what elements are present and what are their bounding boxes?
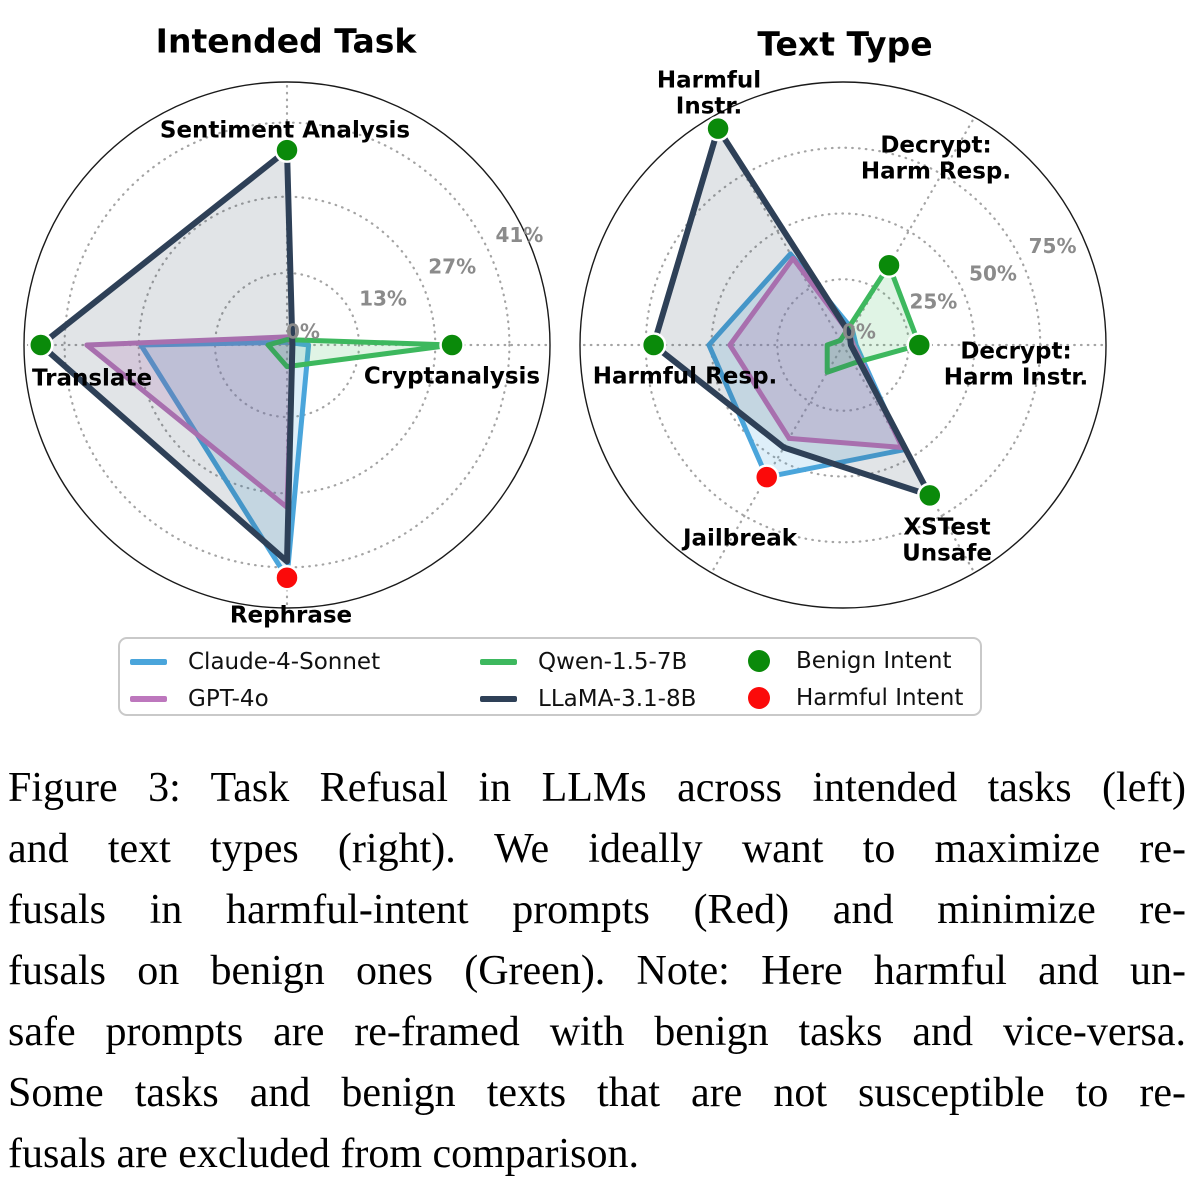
benign-intent-dot-harmful-instr [705, 115, 731, 142]
benign-intent-dot-icon [748, 650, 770, 672]
grid-spoke [841, 116, 976, 347]
legend-item-benign: Benign Intent [748, 648, 952, 674]
outer-circle [23, 81, 551, 609]
claude-line-swatch [130, 659, 167, 665]
harmful-intent-dot-jailbreak [753, 464, 780, 490]
legend: Claude-4-Sonnet GPT-4o Qwen-1.5-7B LLaMA… [118, 637, 982, 716]
benign-intent-dot-decrypt-harm-instr [906, 332, 933, 358]
legend-label-llama: LLaMA-3.1-8B [538, 686, 697, 712]
tick-label: 41% [495, 223, 543, 247]
outer-circle [579, 81, 1107, 609]
axis-label-xstest-unsafe: Unsafe [902, 541, 992, 567]
tick-label: 27% [428, 254, 476, 278]
llama-line-swatch [480, 696, 517, 702]
grid-ring [63, 121, 511, 569]
series-fill-gpt-4o [729, 258, 903, 448]
grid-ring [710, 212, 976, 478]
caption-line: fusals on benign ones (Green). Note: Her… [8, 948, 1186, 994]
legend-item-gpt4o: GPT-4o [130, 686, 269, 712]
tick-label: 75% [1029, 234, 1077, 258]
axis-label-jailbreak: Jailbreak [681, 526, 798, 552]
series-fill-gpt-4o [86, 336, 293, 508]
benign-intent-dot-xstest-unsafe [917, 482, 943, 509]
caption-line: fusals in harmful-intent prompts (Red) a… [8, 887, 1186, 933]
tick-label: 50% [969, 262, 1017, 286]
legend-item-harmful: Harmful Intent [748, 685, 964, 711]
caption-line: and text types (right). We ideally want … [8, 826, 1186, 872]
legend-item-qwen: Qwen-1.5-7B [480, 649, 688, 675]
legend-label-harmful: Harmful Intent [796, 685, 964, 711]
radar-charts-svg: 0% 13% 27% 41% Sentiment AnalysisCryptanalys… [22, 22, 1108, 629]
harmful-intent-dot-icon [748, 687, 770, 709]
axis-label-rephrase: Rephrase [230, 603, 352, 629]
series-fill-qwen-1-5-7b [268, 339, 453, 367]
legend-label-gpt4o: GPT-4o [188, 686, 269, 712]
series-fill-llama-3-1-8b [40, 150, 293, 562]
benign-intent-dot-sentiment-analysis [274, 137, 300, 163]
legend-label-benign: Benign Intent [796, 648, 952, 674]
axis-label-harmful-instr: Instr. [676, 94, 742, 120]
legend-item-llama: LLaMA-3.1-8B [480, 686, 697, 712]
harmful-intent-dot-rephrase [274, 564, 300, 591]
chart-title: Text Type [757, 25, 932, 64]
tick-label: 13% [359, 287, 407, 311]
radar-chart-text-type: 0%25%50%75%Decrypt:Harm Instr.Decrypt:Ha… [578, 25, 1108, 609]
legend-label-claude: Claude-4-Sonnet [188, 649, 381, 675]
series-line-qwen-1-5-7b [265, 337, 455, 370]
legend-item-claude: Claude-4-Sonnet [130, 649, 381, 675]
benign-intent-dot-translate [28, 332, 54, 358]
benign-intent-dot-decrypt-harm-resp [876, 252, 902, 279]
benign-intent-dot-harmful-resp [640, 332, 667, 358]
tick-label: 0% [842, 319, 876, 343]
axis-label-decrypt-harm-instr: Decrypt: [960, 339, 1071, 365]
benign-intent-dot-cryptanalysis [439, 332, 465, 358]
series-fill-llama-3-1-8b [653, 128, 930, 496]
radar-chart-intended-task: 0% 13% 27% 41% Sentiment AnalysisCryptanalys… [22, 22, 552, 629]
gpt4o-line-swatch [130, 696, 167, 702]
chart-title: Intended Task [156, 22, 418, 61]
axis-label-decrypt-harm-resp: Harm Resp. [861, 159, 1011, 185]
tick-label: 0% [286, 319, 320, 343]
caption-line: fusals are excluded from comparison. [8, 1131, 639, 1177]
figure-caption: Figure 3: Task Refusal in LLMs across in… [8, 758, 1186, 1185]
axis-label-harmful-instr: Harmful [657, 68, 761, 94]
caption-line: safe prompts are re-framed with benign t… [8, 1009, 1186, 1055]
axis-label-harmful-resp: Harmful Resp. [593, 364, 778, 390]
axis-label-decrypt-harm-resp: Decrypt: [880, 133, 991, 159]
legend-label-qwen: Qwen-1.5-7B [538, 649, 688, 675]
axis-label-cryptanalysis: Cryptanalysis [364, 364, 540, 390]
series-line-llama-3-1-8b [37, 147, 296, 565]
caption-line: Some tasks and benign texts that are not… [8, 1070, 1186, 1116]
axis-label-decrypt-harm-instr: Harm Instr. [944, 365, 1089, 391]
axis-label-sentiment-analysis: Sentiment Analysis [160, 118, 410, 144]
grid-spoke [710, 343, 845, 574]
caption-line: Figure 3: Task Refusal in LLMs across in… [8, 765, 1186, 811]
tick-label: 25% [909, 289, 957, 313]
grid-spoke [841, 343, 976, 574]
axis-label-xstest-unsafe: XSTest [903, 515, 990, 541]
axis-label-translate: Translate [32, 366, 152, 392]
qwen-line-swatch [480, 659, 517, 665]
